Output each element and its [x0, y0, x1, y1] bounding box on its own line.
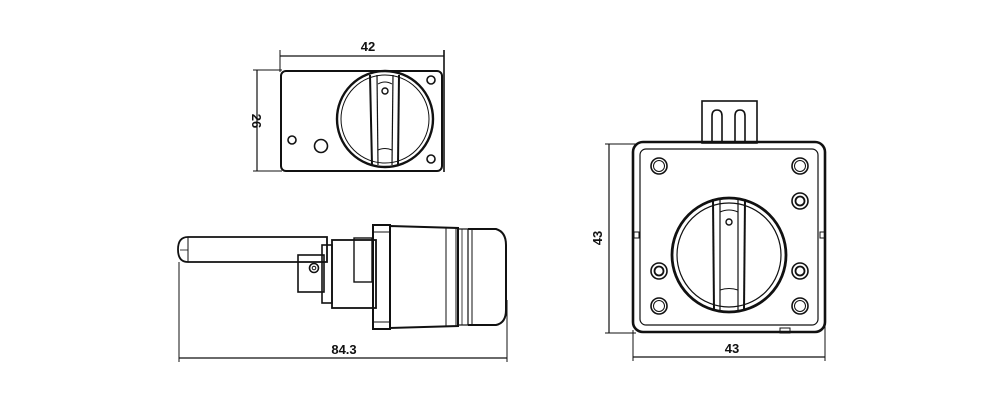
mounting-hole	[313, 138, 329, 154]
top-view: 42 26	[249, 39, 445, 172]
dimension-label: 42	[361, 39, 375, 54]
mounting-hole	[426, 154, 436, 164]
bracket	[297, 254, 325, 293]
mounting-hole	[426, 75, 436, 85]
hub-step	[353, 237, 373, 283]
terminal-block	[701, 100, 758, 144]
main-body	[389, 224, 507, 330]
dimension-length-84-3: 84.3	[178, 262, 508, 362]
rotary-knob	[335, 69, 435, 169]
dimension-label: 84.3	[331, 342, 356, 357]
side-view: 84.3	[177, 224, 508, 362]
mounting-plate	[280, 70, 443, 172]
dimension-label: 26	[249, 114, 264, 128]
lever-shaft	[177, 236, 328, 263]
dimension-label: 43	[590, 231, 605, 245]
dimension-width-43: 43	[632, 320, 826, 361]
rotary-knob-front	[670, 196, 788, 314]
dimension-height-26: 26	[249, 69, 282, 172]
dimension-height-43: 43	[590, 143, 636, 334]
mounting-holes	[650, 157, 809, 315]
housing-inner	[639, 148, 819, 326]
dimension-label: 43	[725, 341, 739, 356]
dimension-width-42: 42	[279, 39, 445, 172]
front-view: 43 43	[590, 100, 827, 361]
mounting-hole	[287, 135, 297, 145]
